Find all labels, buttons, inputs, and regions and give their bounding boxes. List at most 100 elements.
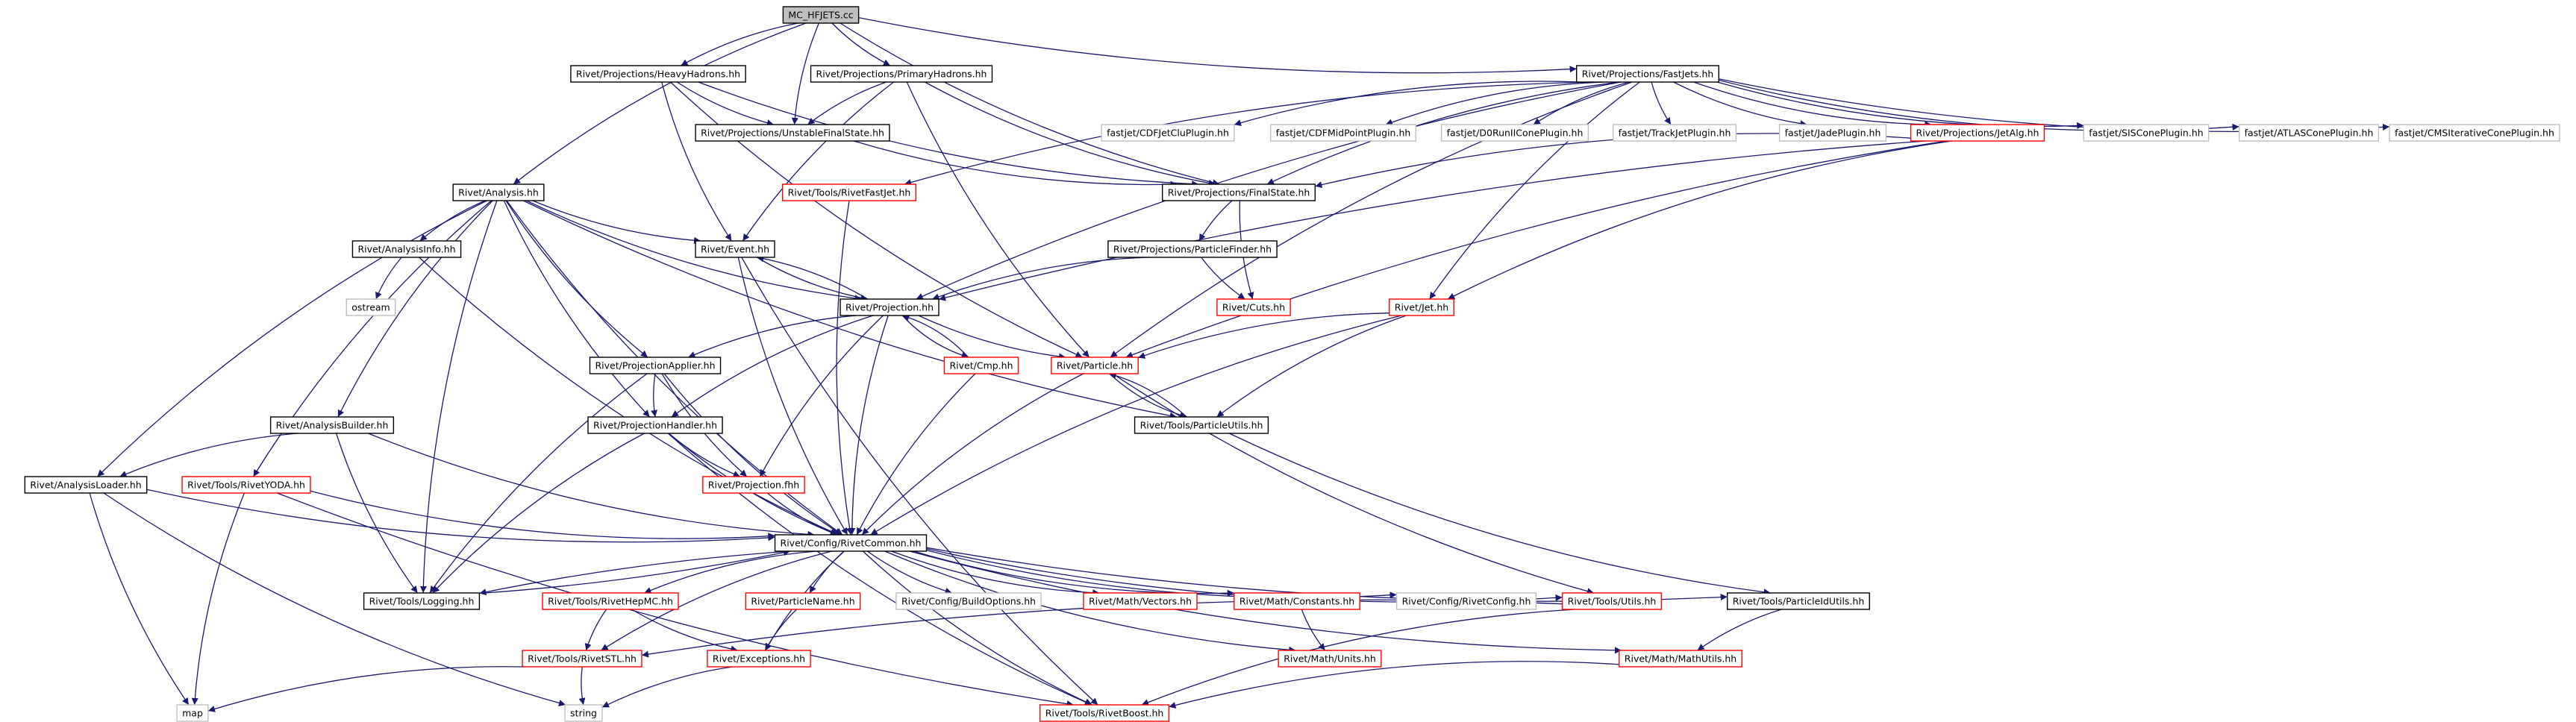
edge-analysisinfo-to-ostream [375, 257, 402, 300]
node-utils[interactable]: Rivet/Tools/Utils.hh [1561, 592, 1663, 610]
node-cuts[interactable]: Rivet/Cuts.hh [1216, 298, 1291, 316]
edge-jet-to-particle [1137, 313, 1389, 359]
node-ostream: ostream [346, 298, 396, 316]
edge-rivetstl-to-string [578, 666, 586, 706]
edge-primary-to-unstable [807, 81, 887, 125]
node-atlascone: fastjet/ATLASConePlugin.hh [2238, 124, 2380, 142]
node-box [895, 592, 1042, 610]
node-finalstate[interactable]: Rivet/Projections/FinalState.hh [1161, 183, 1316, 201]
edge-heavy-to-unstable [676, 81, 775, 127]
node-label: fastjet/CMSIterativeConePlugin.hh [2395, 128, 2554, 139]
node-unstable[interactable]: Rivet/Projections/UnstableFinalState.hh [695, 124, 890, 142]
node-projhandler[interactable]: Rivet/ProjectionHandler.hh [587, 416, 723, 434]
node-label: Rivet/Tools/RivetBoost.hh [1045, 708, 1164, 719]
node-projfhh[interactable]: Rivet/Projection.fhh [702, 476, 805, 494]
node-projapplier[interactable]: Rivet/ProjectionApplier.hh [589, 357, 722, 374]
edge-rivetcommon-to-constants [913, 550, 1234, 597]
node-box [1778, 124, 1887, 142]
node-layer: MC_HFJETS.ccRivet/Projections/HeavyHadro… [24, 6, 2560, 722]
edge-analysis-to-analysisinfo [419, 200, 486, 242]
edge-projection-to-event [757, 255, 869, 300]
node-label: Rivet/Config/RivetConfig.hh [1402, 596, 1531, 607]
edge-rivethepmc-to-exceptions [631, 609, 738, 653]
edge-analysis-to-analysisbuilder [337, 200, 493, 418]
node-exceptions[interactable]: Rivet/Exceptions.hh [707, 650, 811, 668]
edge-heavy-to-finalstate [698, 81, 1199, 188]
node-box [1575, 65, 1720, 83]
node-heavy[interactable]: Rivet/Projections/HeavyHadrons.hh [570, 65, 746, 83]
node-partfinder[interactable]: Rivet/Projections/ParticleFinder.hh [1107, 240, 1278, 258]
node-particle[interactable]: Rivet/Particle.hh [1051, 357, 1139, 374]
node-box [1051, 357, 1139, 374]
node-box [695, 240, 775, 258]
edge-rivetcommon-to-rivetboost [862, 550, 1092, 706]
node-box [1161, 183, 1316, 201]
node-box [1619, 650, 1742, 668]
node-label: fastjet/TrackJetPlugin.hh [1619, 128, 1731, 139]
node-label: Rivet/Projections/JetAlg.hh [1916, 128, 2039, 139]
edge-event-to-projection [756, 257, 868, 301]
edge-cmp-to-rivetcommon [856, 373, 976, 536]
node-rivetstl[interactable]: Rivet/Tools/RivetSTL.hh [522, 650, 643, 668]
node-box [1440, 124, 1589, 142]
node-units[interactable]: Rivet/Math/Units.hh [1278, 650, 1382, 668]
node-label: Rivet/Config/BuildOptions.hh [901, 596, 1036, 607]
edge-projection-to-rivetcommon [848, 315, 889, 536]
node-event[interactable]: Rivet/Event.hh [695, 240, 775, 258]
node-box [176, 704, 209, 722]
node-label: Rivet/Math/Constants.hh [1239, 596, 1354, 607]
node-rivethepmc[interactable]: Rivet/Tools/RivetHepMC.hh [542, 592, 679, 610]
edge-projection-to-projfhh [759, 315, 884, 477]
node-particleutils[interactable]: Rivet/Tools/ParticleUtils.hh [1134, 416, 1269, 434]
edge-projection-to-cmp [901, 315, 969, 359]
edge-particleutils-to-particle [1109, 372, 1187, 418]
node-box [1561, 592, 1663, 610]
node-label: Rivet/ParticleName.hh [751, 596, 854, 607]
node-rivetyoda[interactable]: Rivet/Tools/RivetYODA.hh [181, 476, 311, 494]
node-label: Rivet/Projections/HeavyHadrons.hh [576, 69, 740, 80]
node-constants[interactable]: Rivet/Math/Constants.hh [1234, 592, 1360, 610]
node-box [564, 704, 603, 722]
edge-fastjets-to-d0run [1533, 81, 1630, 125]
node-mathutils[interactable]: Rivet/Math/MathUtils.hh [1619, 650, 1742, 668]
node-logging[interactable]: Rivet/Tools/Logging.hh [363, 592, 481, 610]
edge-rivetstl-to-map [207, 666, 524, 712]
node-particleidutils[interactable]: Rivet/Tools/ParticleIdUtils.hh [1727, 592, 1870, 610]
node-vectors[interactable]: Rivet/Math/Vectors.hh [1083, 592, 1198, 610]
node-rivetboost[interactable]: Rivet/Tools/RivetBoost.hh [1039, 704, 1170, 722]
node-string: string [564, 704, 603, 722]
node-cmp[interactable]: Rivet/Cmp.hh [943, 357, 1019, 374]
node-box [707, 650, 811, 668]
node-box [1269, 124, 1417, 142]
node-analysis[interactable]: Rivet/Analysis.hh [452, 183, 545, 201]
node-root[interactable]: MC_HFJETS.cc [782, 6, 860, 24]
node-label: Rivet/Projection.fhh [708, 480, 799, 491]
node-rivetcommon[interactable]: Rivet/Config/RivetCommon.hh [774, 534, 928, 552]
edge-analysisloader-to-map [89, 492, 190, 706]
node-particlename[interactable]: Rivet/ParticleName.hh [745, 592, 861, 610]
node-rivetfastjet[interactable]: Rivet/Tools/RivetFastJet.hh [781, 183, 917, 201]
edge-rivetyoda-to-rivetboost [277, 492, 1074, 708]
node-label: Rivet/Jet.hh [1395, 302, 1448, 313]
edge-analysisbuilder-to-analysisloader [119, 433, 298, 477]
node-jetalg[interactable]: Rivet/Projections/JetAlg.hh [1910, 124, 2045, 142]
node-analysisinfo[interactable]: Rivet/AnalysisInfo.hh [351, 240, 462, 258]
edge-analysisloader-to-string [103, 492, 566, 706]
edge-jet-to-rivetcommon [870, 315, 1402, 536]
node-label: fastjet/ATLASConePlugin.hh [2245, 128, 2374, 139]
edge-analysis-to-rivetyoda [252, 200, 492, 477]
node-primary[interactable]: Rivet/Projections/PrimaryHadrons.hh [810, 65, 993, 83]
edge-particle-to-utils [1112, 373, 1595, 594]
edge-jetalg-to-projection [938, 140, 1927, 301]
edge-mathutils-to-rivetboost [1169, 661, 1619, 709]
node-jet[interactable]: Rivet/Jet.hh [1389, 298, 1454, 316]
node-analysisbuilder[interactable]: Rivet/AnalysisBuilder.hh [269, 416, 395, 434]
edge-particleutils-to-particleidutils [1229, 433, 1771, 596]
edge-rivetyoda-to-rivetcommon [310, 490, 775, 540]
node-fastjets[interactable]: Rivet/Projections/FastJets.hh [1575, 65, 1720, 83]
node-projection[interactable]: Rivet/Projection.hh [840, 298, 940, 316]
node-label: Rivet/Projections/FastJets.hh [1582, 69, 1714, 80]
node-label: Rivet/Tools/ParticleIdUtils.hh [1733, 596, 1865, 607]
edge-rivetcommon-to-particlename [809, 550, 845, 594]
node-analysisloader[interactable]: Rivet/AnalysisLoader.hh [24, 476, 148, 494]
